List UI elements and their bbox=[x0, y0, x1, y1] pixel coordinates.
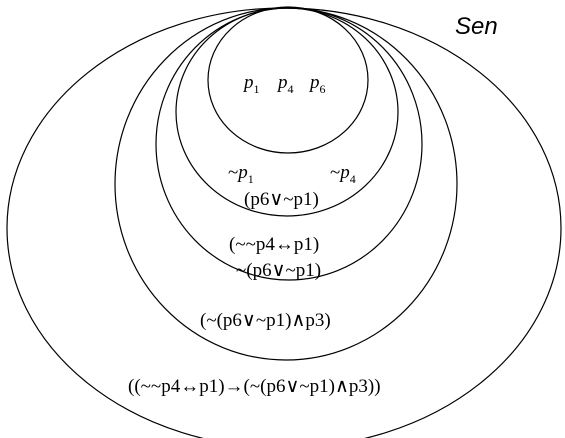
set-ellipse-4 bbox=[114, 7, 458, 361]
universe-label: Sen bbox=[455, 13, 498, 40]
set-ellipse-1 bbox=[207, 6, 369, 154]
formula-conjunction: (~(p6∨~p1)∧p3) bbox=[200, 310, 331, 331]
atom-p1: p1 bbox=[242, 72, 260, 96]
formula-neg-p1: ~p1 bbox=[228, 162, 254, 186]
set-ellipse-2 bbox=[175, 7, 399, 217]
formula-p6-or-not-p1: (p6∨~p1) bbox=[244, 189, 319, 210]
atom-p6: p6 bbox=[308, 72, 326, 96]
formula-neg-p4: ~p4 bbox=[330, 162, 356, 186]
formula-biconditional: (~~p4↔p1) bbox=[229, 234, 319, 255]
atom-p4: p4 bbox=[276, 72, 294, 96]
formula-implication: ((~~p4↔p1)→(~(p6∨~p1)∧p3)) bbox=[128, 376, 381, 397]
formula-neg-disjunction: ~(p6∨~p1) bbox=[236, 260, 321, 281]
